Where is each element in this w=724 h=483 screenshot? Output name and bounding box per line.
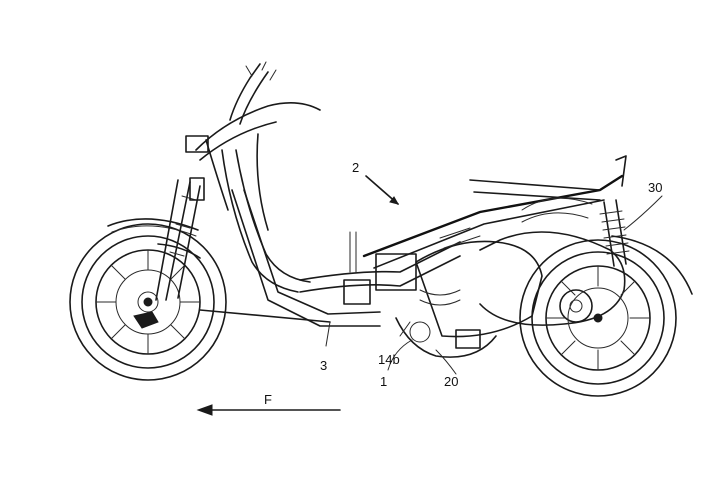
- rear-wheel: [519, 235, 693, 397]
- main-frame: [199, 155, 627, 327]
- front-fender: [107, 218, 199, 231]
- handlebar: [185, 61, 321, 211]
- engine-unit: [395, 197, 626, 358]
- label-direction-f: F: [264, 392, 272, 407]
- leg-shield: [221, 133, 311, 293]
- label-20: 20: [444, 374, 458, 389]
- direction-arrow: [196, 404, 341, 416]
- rear-shock-absorber: [599, 199, 630, 267]
- front-wheel: [69, 223, 227, 381]
- label-2: 2: [352, 160, 359, 175]
- label-14b: 14b: [378, 352, 400, 367]
- label-1: 1: [380, 374, 387, 389]
- front-fork: [155, 179, 201, 301]
- leader-lines: [325, 175, 663, 375]
- label-3: 3: [320, 358, 327, 373]
- label-30: 30: [648, 180, 662, 195]
